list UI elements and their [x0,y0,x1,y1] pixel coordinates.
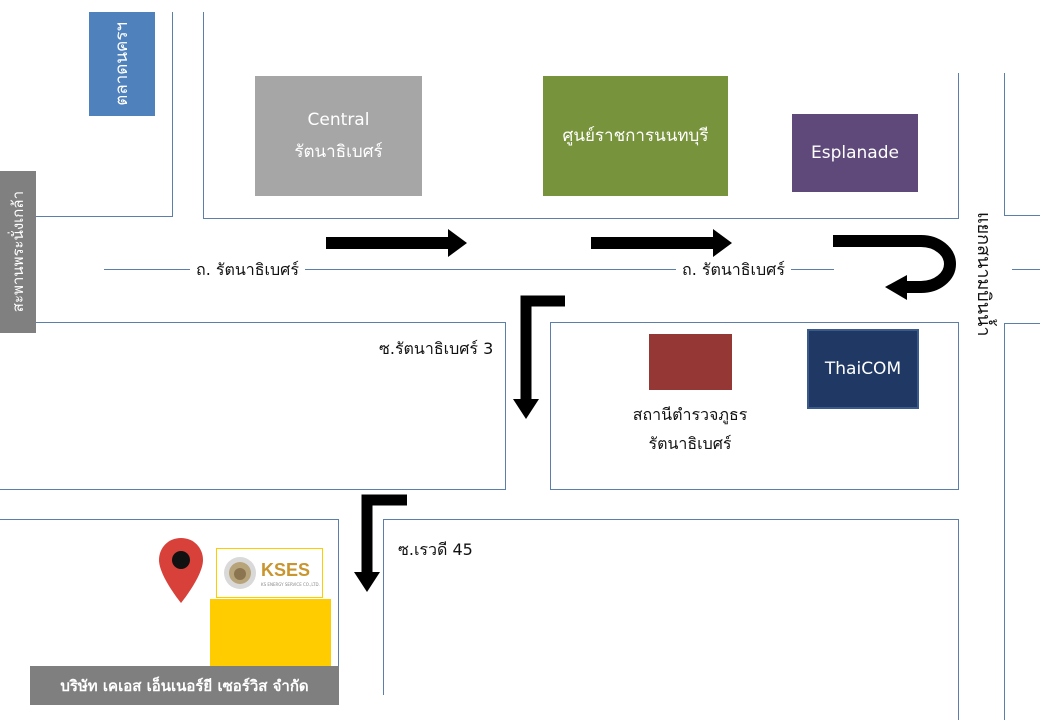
central-label-line1: Central [307,110,370,130]
company-logo-subtext: KS ENERGY SERVICE CO.,LTD. [261,582,320,587]
intersection-label: แยกสนามบินน้ำ [973,212,994,337]
road-edge [550,489,959,490]
police-station-label: สถานีตำรวจภูธร รัตนาธิเบศร์ [600,400,780,458]
road-label-rattanathibet-left: ถ. รัตนาธิเบศร์ [190,258,305,283]
company-logo: KSES KS ENERGY SERVICE CO.,LTD. [216,548,323,598]
road-edge [958,322,959,490]
road-edge [0,489,506,490]
thaicom-label: ThaiCOM [824,359,902,379]
road-edge [203,218,959,219]
route-arrow-4 [354,494,407,592]
route-arrow-3 [513,295,565,419]
phra-nang-klao-bridge: สะพานพระนั่งเกล้า [0,171,36,333]
route-arrow-2 [591,229,732,257]
road-edge [0,519,338,520]
location-pin-icon [159,538,203,603]
road-edge [0,322,506,323]
police-station-block [649,334,732,390]
central-label-line2: รัตนาธิเบศร์ [294,142,383,162]
road-edge [172,12,173,217]
esplanade-label: Esplanade [811,143,899,163]
road-label-soi-3: ซ.รัตนาธิเบศร์ 3 [373,337,500,362]
road-edge [550,322,959,323]
road-label-soi-45: ซ.เรวดี 45 [392,538,479,563]
road-edge [383,519,959,520]
road-edge [505,322,506,490]
road-edge [1004,73,1005,216]
road-edge [383,519,384,695]
road-edge [1004,215,1040,216]
central-mall: Central รัตนาธิเบศร์ [255,76,422,196]
thaicom-building: ThaiCOM [807,329,919,409]
road-edge [1004,323,1005,720]
road-centerline [104,269,834,270]
company-building [210,599,331,669]
road-edge [958,73,959,219]
road-edge [338,519,339,669]
talad-label: ตลาดนครฯ [112,22,132,106]
government-center-label: ศูนย์ราชการนนทบุรี [562,126,709,146]
company-name: บริษัท เคเอส เอ็นเนอร์ยี เซอร์วิส จำกัด [60,676,309,695]
bridge-label: สะพานพระนั่งเกล้า [9,191,27,313]
company-logo-text: KSES [261,560,311,580]
route-arrow-1 [326,229,467,257]
road-edge [0,216,173,217]
company-name-banner: บริษัท เคเอส เอ็นเนอร์ยี เซอร์วิส จำกัด [30,666,339,705]
road-edge [958,519,959,720]
road-edge [203,12,204,218]
road-label-rattanathibet-right: ถ. รัตนาธิเบศร์ [676,258,791,283]
road-edge [550,322,551,490]
esplanade-mall: Esplanade [792,114,918,192]
talad-nakhon-market: ตลาดนครฯ [89,12,155,116]
police-label-line2: รัตนาธิเบศร์ [648,434,732,453]
government-center: ศูนย์ราชการนนทบุรี [543,76,728,196]
police-label-line1: สถานีตำรวจภูธร [632,405,748,424]
lion-logo-icon [224,557,256,589]
route-arrow-uturn [833,235,956,300]
road-centerline [1012,269,1040,270]
road-edge [1004,323,1040,324]
